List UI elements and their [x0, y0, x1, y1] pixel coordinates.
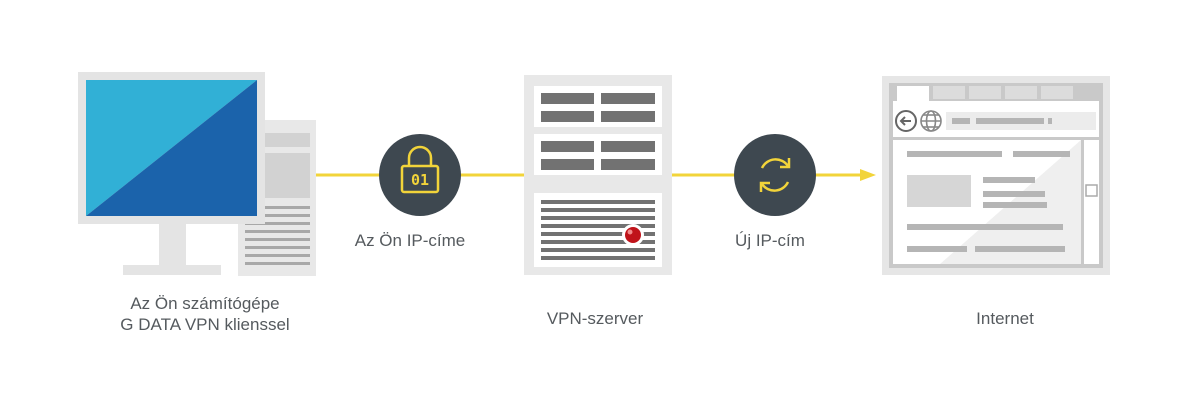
- vpn-server-label: VPN-szerver: [546, 309, 644, 328]
- internet-label: Internet: [976, 309, 1034, 328]
- vpn-server-icon: [524, 75, 672, 275]
- browser-window-icon: [882, 76, 1110, 275]
- address-bar: [946, 112, 1096, 130]
- server-unit-top: [534, 86, 662, 127]
- page-content: [893, 140, 1081, 264]
- lock-code-text: 01: [411, 171, 429, 189]
- arrow-head-icon: [860, 169, 876, 181]
- server-unit-middle: [534, 134, 662, 175]
- computer-label: Az Ön számítógépe G DATA VPN klienssel: [60, 293, 350, 335]
- computer-label-line2: G DATA VPN klienssel: [120, 315, 290, 334]
- ip-badge: 01: [379, 134, 461, 216]
- back-arrow-icon: [895, 110, 917, 132]
- globe-icon: [920, 110, 942, 132]
- connector-lines: [316, 169, 876, 181]
- computer-label-line1: Az Ön számítógépe: [130, 294, 280, 313]
- lock-icon: 01: [400, 145, 440, 194]
- new-ip-badge: [734, 134, 816, 216]
- monitor-icon: [78, 72, 265, 275]
- server-unit-bottom: [534, 193, 662, 267]
- your-ip-label: Az Ön IP-címe: [354, 231, 466, 250]
- browser-tabs: [897, 86, 1073, 101]
- scrollbar: [1084, 140, 1099, 264]
- refresh-icon: [759, 158, 791, 192]
- new-ip-label: Új IP-cím: [735, 231, 805, 250]
